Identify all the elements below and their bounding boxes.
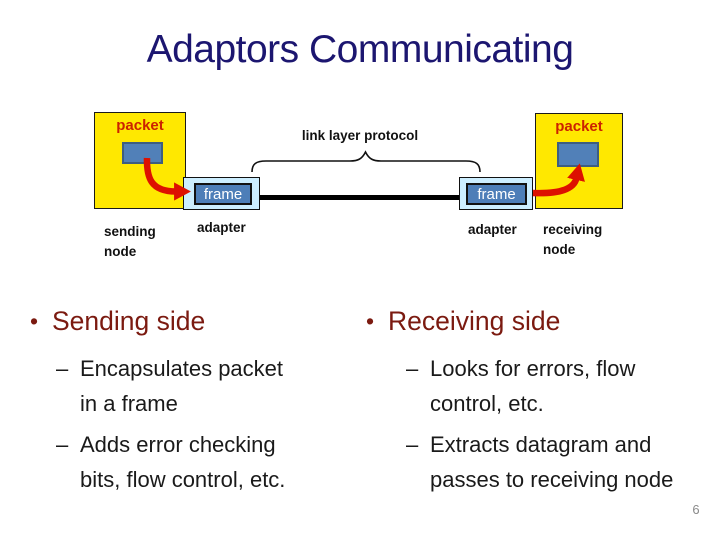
receiving-node-box: packet (535, 113, 623, 209)
link-layer-diagram: packet packet link layer protocol frame … (0, 100, 720, 270)
dash-marker: – (406, 356, 419, 381)
bullet-dot-icon: • (30, 308, 39, 334)
receiving-adapter-box: frame (459, 177, 533, 210)
bullet-dot-icon: • (366, 308, 375, 334)
list-item: – Adds error checking bits, flow control… (30, 427, 298, 497)
dash-marker: – (56, 432, 69, 457)
slide-title: Adaptors Communicating (146, 28, 574, 71)
sending-packet-rect (122, 142, 163, 164)
sending-side-heading: • Sending side (30, 305, 298, 338)
link-protocol-brace (251, 150, 481, 173)
list-item-text: Adds error checking bits, flow control, … (80, 432, 286, 492)
list-item: – Encapsulates packet in a frame (30, 351, 298, 421)
dash-marker: – (406, 432, 419, 457)
receiving-adapter-label: adapter (468, 222, 517, 237)
sending-side-bullets: • Sending side – Encapsulates packet in … (30, 305, 298, 503)
physical-link-line (259, 195, 461, 200)
list-item-text: Extracts datagram and passes to receivin… (430, 432, 674, 492)
sending-side-heading-text: Sending side (52, 306, 206, 336)
slide-page-number: 6 (692, 502, 700, 517)
list-item: – Extracts datagram and passes to receiv… (366, 427, 692, 497)
receiving-side-heading-text: Receiving side (388, 306, 561, 336)
sending-node-box: packet (94, 112, 186, 209)
receiving-side-bullets: • Receiving side – Looks for errors, flo… (366, 305, 692, 503)
dash-marker: – (56, 356, 69, 381)
list-item-text: Encapsulates packet in a frame (80, 356, 284, 416)
list-item-text: Looks for errors, flow control, etc. (430, 356, 636, 416)
list-item: – Looks for errors, flow control, etc. (366, 351, 692, 421)
receiving-packet-label: packet (555, 118, 603, 135)
receiving-frame-label: frame (477, 185, 516, 203)
link-layer-protocol-label: link layer protocol (301, 128, 419, 143)
receiving-frame-box: frame (466, 183, 527, 205)
sending-frame-label: frame (203, 185, 243, 203)
sending-node-label: sending node (104, 224, 156, 259)
sending-adapter-box: frame (183, 177, 260, 210)
receiving-node-label: receiving node (543, 222, 603, 257)
receiving-side-heading: • Receiving side (366, 305, 692, 338)
receiving-packet-rect (557, 142, 599, 167)
sending-adapter-label: adapter (197, 220, 246, 235)
sending-packet-label: packet (116, 117, 164, 134)
sending-frame-box: frame (194, 183, 252, 205)
